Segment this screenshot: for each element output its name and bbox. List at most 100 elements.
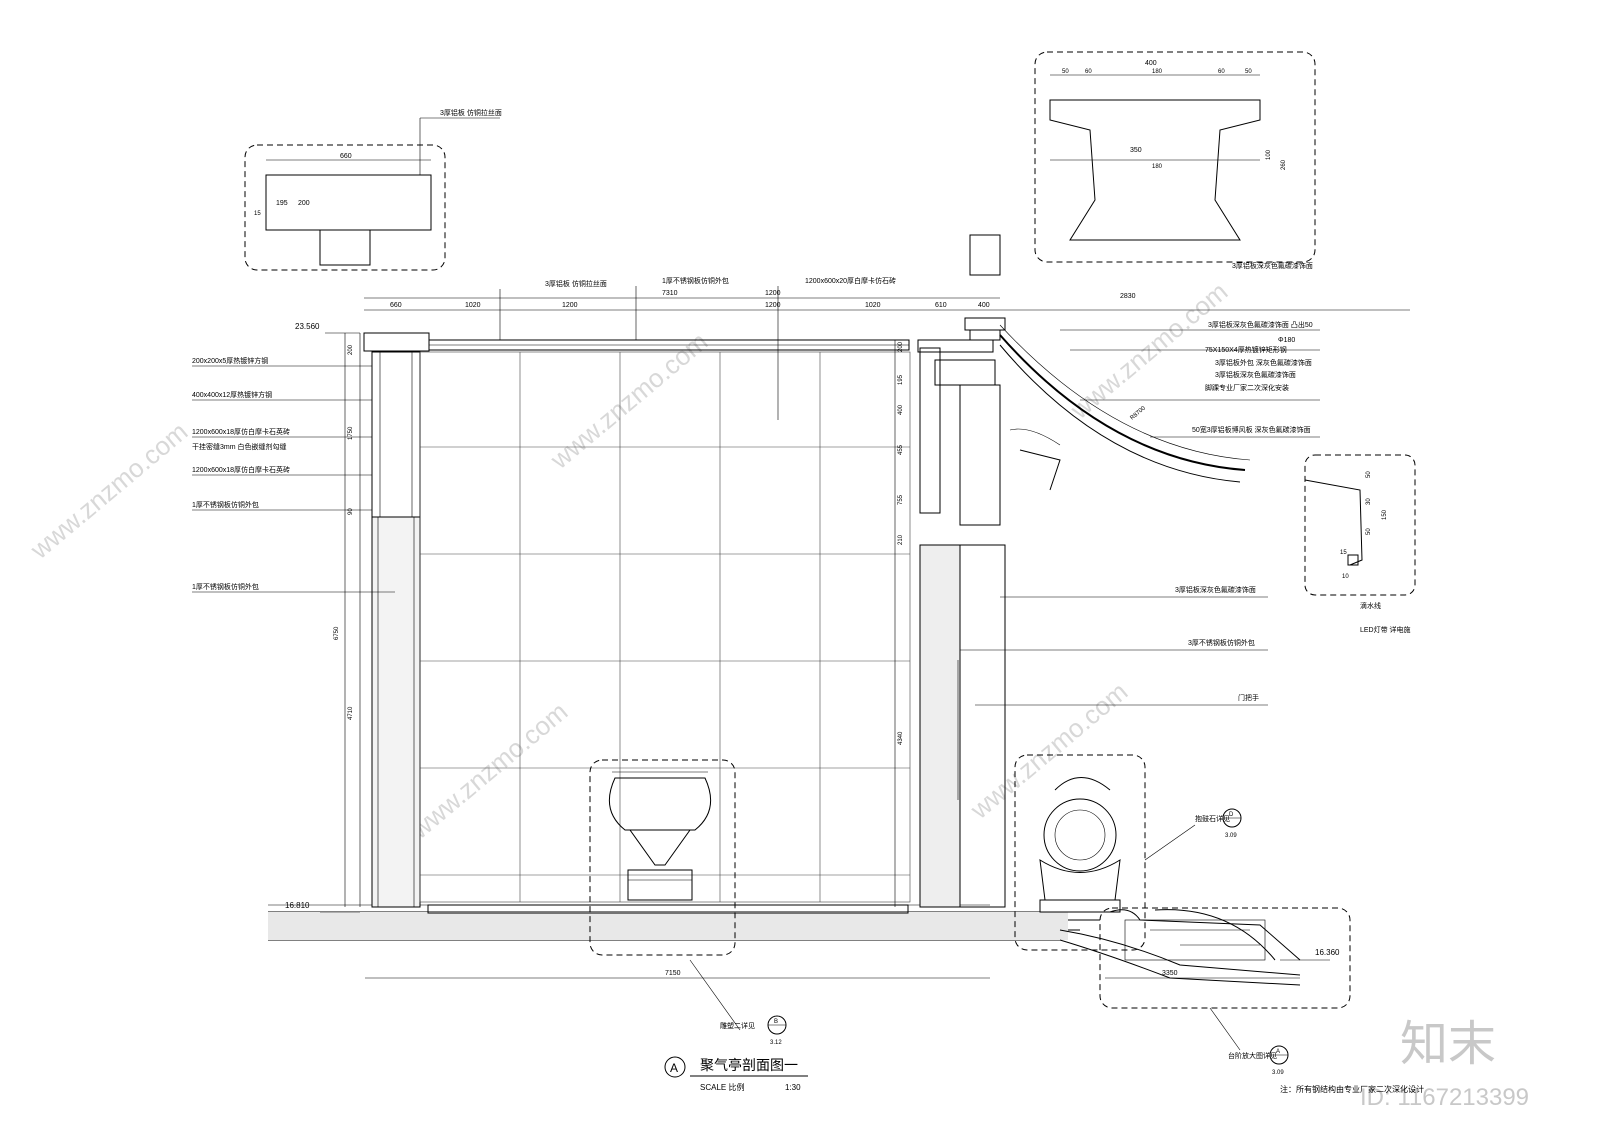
dimension-lines [320,297,1410,979]
detail-left: 660 200 195 15 [244,144,446,271]
level-mark: 16.810 [285,901,310,910]
watermark-site: www.znzmo.com [544,326,713,475]
callout-bottom: 3.09 [1225,833,1237,839]
detail-top-right: 400 350 50 60 180 60 50 180 260 100 [1034,51,1316,263]
detail-tr-total: 400 [1145,60,1157,67]
curved-roof [999,324,1251,491]
left-dim: 4710 [348,706,354,720]
top-label: 1厚不锈钢板仿铜外包 [662,276,729,285]
watermark-id: ID: 1167213399 [1360,1084,1529,1111]
detail-tr-dim: 180 [1152,69,1163,75]
callout-top: A [1276,1049,1280,1055]
detail-left-v: 200 [298,200,310,207]
watermark-site: www.znzmo.com [964,676,1133,825]
detail-tr-dim: 180 [1152,164,1163,170]
mid-dim: 200 [898,341,904,352]
detail-tr-mid: 350 [1130,147,1142,154]
right-label: 50宽3厚铝板博风板 深灰色氟碳漆饰面 [1192,425,1311,434]
mid-dim: 455 [898,444,904,455]
title-scale-value: 1:30 [785,1083,801,1092]
left-label: 200x200x5厚热镀锌方钢 [192,356,268,365]
top-label: 3厚铝板 仿铜拉丝面 [545,279,607,288]
title-scale-label: SCALE 比例 [700,1082,744,1092]
levels: 23.560 16.810 16.360 [285,322,1340,957]
top-dim: 400 [978,302,990,309]
top-dim: 610 [935,302,947,309]
right-label: 3厚不锈钢板仿铜外包 [1188,638,1255,647]
right-label: 3厚铝板外包 深灰色氟碳漆饰面 [1215,358,1312,367]
wall-grid [419,351,911,914]
left-label: 1200x600x18厚仿白摩卡石英砖 [192,465,290,474]
left-dim: 1750 [348,426,354,440]
step-detail-box [1099,907,1351,1009]
detail-gutter: 50 30 50 150 15 10 [1304,454,1416,596]
drum-stone [1014,754,1146,951]
right-label: LED灯带 详电施 [1360,625,1411,634]
callout-bottom: 3.12 [770,1040,782,1046]
top-beam [428,339,910,351]
detail-tr-dim: 60 [1218,69,1225,75]
callout-top: D [1229,812,1234,818]
detail-left-width: 660 [340,153,352,160]
right-label: 滴水线 [1360,601,1381,610]
right-label: 3厚铝板深灰色氟碳漆饰面 [1175,585,1256,594]
right-label: 门把手 [1238,693,1259,702]
mid-dim: 755 [898,494,904,505]
detail-tr-v: 100 [1266,149,1272,160]
mid-dim: 4340 [898,731,904,745]
level-mark: 23.560 [295,322,320,331]
top-labels: 3厚铝板 仿铜拉丝面 3厚铝板 仿铜拉丝面 1厚不锈钢板仿铜外包 1200x60… [419,108,896,420]
callout-label: 台阶放大图详见 [1228,1051,1277,1060]
bottom-dim: 7150 [665,970,681,977]
level-mark: 16.360 [1315,948,1340,957]
left-label: 1200x600x18厚仿白摩卡石英砖 [192,427,290,436]
right-column [917,234,1006,908]
callout-label: 抱鼓石详见 [1195,814,1230,823]
right-label: Φ180 [1278,337,1295,344]
right-label: 脚踝专业厂家二次深化安装 [1205,383,1289,392]
left-dim: 90 [348,508,354,515]
right-label: 75X150X4厚热镀锌矩形钢 [1205,345,1287,354]
detail-gutter-v: 30 [1366,498,1372,505]
right-label: 3厚铝板深灰色氟碳漆饰面 [1215,370,1296,379]
right-label: 3厚铝板深灰色氟碳漆饰面 凸出50 [1208,320,1313,329]
detail-tr-dim: 50 [1245,69,1252,75]
general-note: 注：所有钢结构由专业厂家二次深化设计 [1280,1084,1424,1094]
watermark-site: www.znzmo.com [24,416,193,565]
left-label: 1厚不锈钢板仿铜外包 [192,582,259,591]
top-total: 7310 [662,290,678,297]
detail-gutter-h: 15 [1340,550,1347,556]
top-dim: 1200 [562,302,578,309]
callout-top: B [774,1019,778,1025]
left-label: 干挂密缝3mm 白色嵌缝剂勾缝 [192,442,287,451]
mid-dim: 210 [898,534,904,545]
mid-dim: 195 [898,374,904,385]
top-label: 1200x600x20厚白摩卡仿石砖 [805,276,896,285]
bottom-dim: 3350 [1162,970,1178,977]
detail-gutter-v: 150 [1382,509,1388,520]
top-dim: 1200 [765,302,781,309]
top-dimensions: 660 1020 1200 1200 1200 1020 610 400 283… [390,290,1136,309]
top-dim: 1200 [765,290,781,297]
left-labels: 200x200x5厚热镀锌方钢 400x400x12厚热镀锌方钢 1200x60… [192,356,395,593]
title-block: A 聚气亭剖面图一 SCALE 比例 1:30 注：所有钢结构由专业厂家二次深化… [664,1056,1424,1094]
detail-gutter-h: 10 [1342,574,1349,580]
detail-gutter-v: 50 [1366,528,1372,535]
detail-left-v: 195 [276,200,288,207]
left-label: 1厚不锈钢板仿铜外包 [192,500,259,509]
vase-sculpture [589,759,736,956]
watermark-brand: 知末 [1400,1018,1496,1071]
detail-left-v: 15 [254,211,261,217]
callouts: 雕塑二详见 B 3.12 抱鼓石详见 D 3.09 台阶放大图详见 A 3.09 [689,808,1289,1076]
detail-tr-dim: 60 [1085,69,1092,75]
top-dim: 1020 [465,302,481,309]
detail-tr-dim: 50 [1062,69,1069,75]
left-dim: 200 [348,344,354,355]
right-labels: 3厚铝板深灰色氟碳漆饰面 3厚铝板深灰色氟碳漆饰面 凸出50 Φ180 75X1… [960,261,1411,706]
detail-tr-v: 260 [1281,159,1287,170]
top-dim: 660 [390,302,402,309]
right-label: 3厚铝板深灰色氟碳漆饰面 [1232,261,1313,270]
left-column [363,332,430,908]
radius-label: R8700 [1129,405,1147,421]
left-label: 400x400x12厚热镀锌方钢 [192,390,272,399]
